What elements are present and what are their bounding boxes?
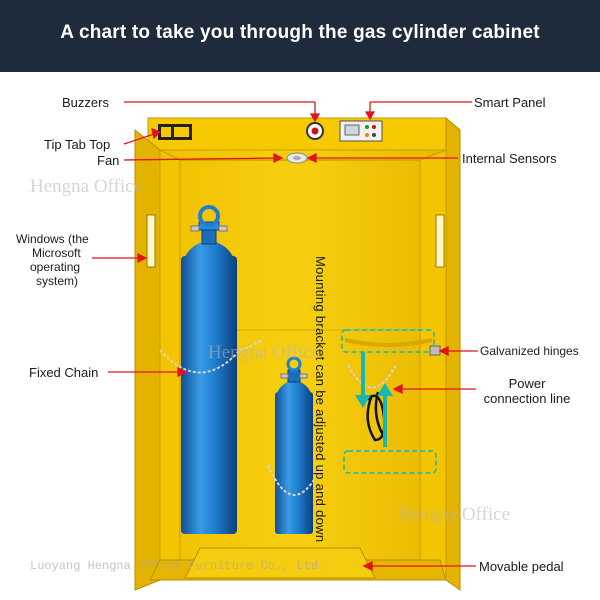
label-galvanized-hinges: Galvanized hinges [480, 344, 579, 358]
fixed-chain [159, 339, 323, 496]
label-power-line-2: connection line [483, 391, 571, 406]
label-power-connection: Power connection line [478, 376, 576, 406]
label-movable-pedal: Movable pedal [479, 559, 564, 574]
fan-sensor [286, 152, 308, 164]
annotation-arrows [92, 101, 478, 572]
small-gas-cylinder [275, 356, 313, 534]
watermark-brand-3: Hengna Office [398, 504, 511, 525]
adjust-arrows [355, 352, 393, 447]
mounting-brackets [341, 329, 437, 474]
label-windows-line-1: Windows (the [16, 232, 89, 246]
watermark-brand-2: Hengna Office [208, 342, 321, 363]
label-fixed-chain: Fixed Chain [29, 365, 99, 380]
label-windows-line-4: system) [36, 274, 78, 288]
label-mounting-bracket: Mounting bracket can be adjusted up and … [313, 256, 328, 543]
label-internal-sensors: Internal Sensors [462, 151, 557, 166]
door-windows [146, 214, 445, 268]
label-windows-line-3: operating [30, 260, 81, 274]
galvanized-hinge [429, 345, 441, 356]
large-gas-cylinder [181, 205, 237, 534]
label-power-line-1: Power [508, 376, 546, 391]
buzzer-icon [306, 122, 324, 140]
label-fan: Fan [97, 153, 120, 168]
label-tip-tab-top: Tip Tab Top [44, 137, 111, 152]
tip-tab-label [158, 124, 192, 140]
label-buzzers: Buzzers [62, 95, 109, 110]
label-smart-panel: Smart Panel [474, 95, 546, 110]
watermark-brand-1: Hengna Office [30, 176, 143, 197]
page-title: A chart to take you through the gas cyli… [60, 22, 540, 43]
watermark-footer: Luoyang Hengna Office Furniture Co., Ltd… [30, 559, 326, 573]
label-windows: Windows (the Microsoft operating system) [16, 232, 89, 288]
label-windows-line-2: Microsoft [32, 246, 81, 260]
smart-panel [339, 120, 383, 142]
header-banner: A chart to take you through the gas cyli… [0, 0, 600, 72]
